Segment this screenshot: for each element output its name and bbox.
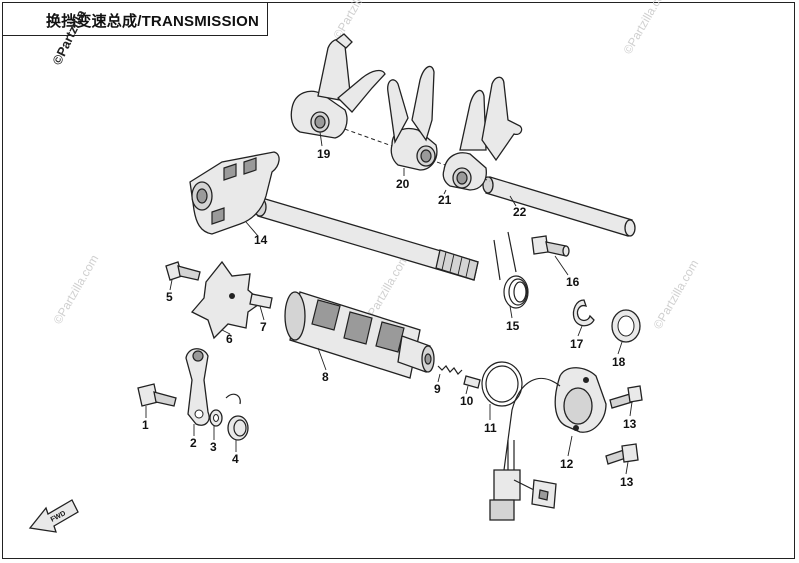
- part-9-spring: [437, 365, 463, 375]
- part-6-hole: [229, 293, 235, 299]
- part-19-shift-fork: [290, 33, 386, 139]
- callout-9: 9: [434, 382, 441, 396]
- part-18-washer: [611, 309, 641, 343]
- callout-2: 2: [190, 436, 197, 450]
- callout-20: 20: [396, 177, 410, 191]
- callout-11: 11: [484, 421, 497, 435]
- callout-12: 12: [560, 457, 574, 471]
- part-8-shift-drum: [284, 291, 435, 379]
- part-14-shift-shaft: [189, 151, 479, 281]
- callout-13-upper: 13: [623, 417, 637, 431]
- part-4-spring: [225, 393, 249, 441]
- callout-16: 16: [566, 275, 580, 289]
- fwd-arrow: FWD: [28, 499, 79, 533]
- part-22-fork-shaft: [482, 176, 636, 237]
- part-2-stopper-lever: [185, 348, 210, 426]
- part-10-pin: [463, 375, 481, 389]
- part-1-bolt: [137, 383, 177, 407]
- callout-5: 5: [166, 290, 173, 304]
- callout-21: 21: [438, 193, 452, 207]
- watermarks-faint: ©Partzilla.com ©Partzilla.com ©Partzilla…: [50, 0, 701, 332]
- watermark-brand: ©Partzilla: [49, 7, 89, 68]
- diagram-title: 换挡变速总成/TRANSMISSION: [46, 13, 259, 30]
- callout-labels: 19 20 21 22 14 16 15 17 18 5 6 7 8 9 10 …: [142, 147, 637, 489]
- part-6-star-cam: [190, 260, 264, 340]
- callout-10: 10: [460, 394, 474, 408]
- watermark-faint-4: ©Partzilla.com: [650, 257, 701, 331]
- callout-15: 15: [506, 319, 520, 333]
- callout-3: 3: [210, 440, 217, 454]
- part-15-spring: [493, 231, 529, 309]
- part-17-circlip: [572, 299, 595, 327]
- callout-13-lower: 13: [620, 475, 634, 489]
- part-13-bolt-upper: [609, 385, 643, 409]
- part-21-shift-fork: [442, 76, 523, 191]
- leader-lines: [145, 131, 633, 475]
- part-3-washer: [209, 409, 223, 427]
- part-12-sensor: [489, 367, 607, 521]
- watermark-faint-2: ©Partzilla.com: [620, 0, 671, 56]
- part-11-o-ring: [481, 361, 523, 407]
- watermark-faint-1: ©Partzilla.com: [330, 0, 381, 41]
- part-16-bolt: [531, 235, 570, 257]
- watermark-partzilla: ©Partzilla: [49, 7, 89, 68]
- callout-4: 4: [232, 452, 239, 466]
- callout-7: 7: [260, 320, 267, 334]
- part-13-bolt-lower: [605, 443, 639, 465]
- part-20-shift-fork: [387, 65, 438, 171]
- callout-8: 8: [322, 370, 329, 384]
- callout-1: 1: [142, 418, 149, 432]
- callout-14: 14: [254, 233, 268, 247]
- callout-19: 19: [317, 147, 331, 161]
- watermark-faint-5: ©Partzilla.com: [50, 252, 101, 326]
- title-box: 换挡变速总成/TRANSMISSION: [2, 2, 268, 36]
- part-5-bolt: [165, 261, 201, 281]
- callout-22: 22: [513, 205, 527, 219]
- part-7-pin: [249, 293, 273, 309]
- callout-18: 18: [612, 355, 626, 369]
- callout-17: 17: [570, 337, 584, 351]
- callout-6: 6: [226, 332, 233, 346]
